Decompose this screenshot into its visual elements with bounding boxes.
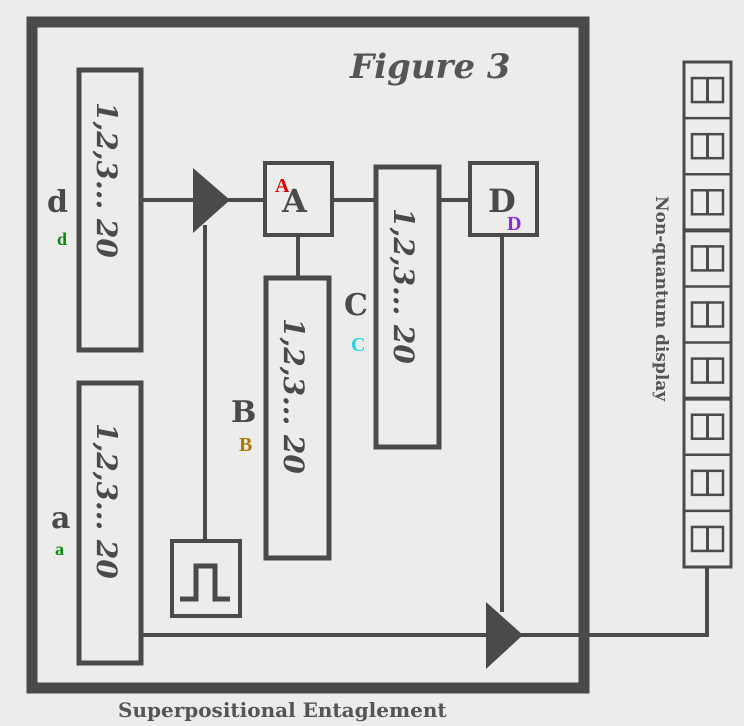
display-cell — [690, 76, 725, 104]
register-d-label: d — [47, 185, 68, 220]
register-B-content: 1,2,3... 20 — [277, 318, 310, 474]
register-C-annotation: C — [351, 334, 365, 356]
figure-caption: Superpositional Entaglement — [118, 698, 447, 722]
gate-A: A — [263, 161, 334, 237]
gate-D: D — [468, 161, 539, 237]
register-d-content: 1,2,3... 20 — [90, 102, 123, 258]
register-d-annotation: d — [57, 229, 67, 249]
display-cell — [684, 228, 731, 272]
pulse-generator — [170, 539, 242, 618]
gate-D-label: D — [488, 182, 516, 220]
register-a: 1,2,3... 20 — [76, 380, 144, 666]
register-d: 1,2,3... 20 — [76, 67, 144, 353]
register-a-content: 1,2,3... 20 — [90, 423, 123, 579]
wire-amp-to-display — [520, 567, 709, 637]
register-C: 1,2,3... 20 — [373, 164, 442, 450]
amplifier-bottom-icon — [486, 602, 523, 669]
register-C-content: 1,2,3... 20 — [387, 208, 420, 364]
figure-title: Figure 3 — [349, 47, 511, 87]
non-quantum-display — [682, 60, 733, 569]
display-cell — [684, 116, 731, 160]
register-a-label: a — [51, 501, 70, 536]
display-cell — [684, 453, 731, 497]
display-cell — [684, 509, 731, 553]
register-B-annotation: B — [239, 434, 252, 456]
display-label: Non-quantum display — [651, 196, 671, 402]
display-frame — [682, 60, 733, 569]
display-cell — [684, 172, 731, 216]
register-B: 1,2,3... 20 — [263, 275, 332, 561]
display-cell — [684, 285, 731, 328]
gate-A-label: A — [281, 182, 308, 220]
square-pulse-icon — [180, 563, 230, 602]
register-B-label: B — [231, 395, 256, 430]
display-cell — [684, 396, 731, 440]
gate-A-annotation: A — [275, 175, 290, 197]
register-C-label: C — [344, 288, 368, 323]
gate-D-annotation: D — [507, 213, 521, 235]
amplifier-top-icon — [193, 168, 230, 233]
outer-frame — [26, 16, 590, 694]
display-cell — [684, 341, 731, 384]
register-a-annotation: a — [55, 539, 64, 559]
